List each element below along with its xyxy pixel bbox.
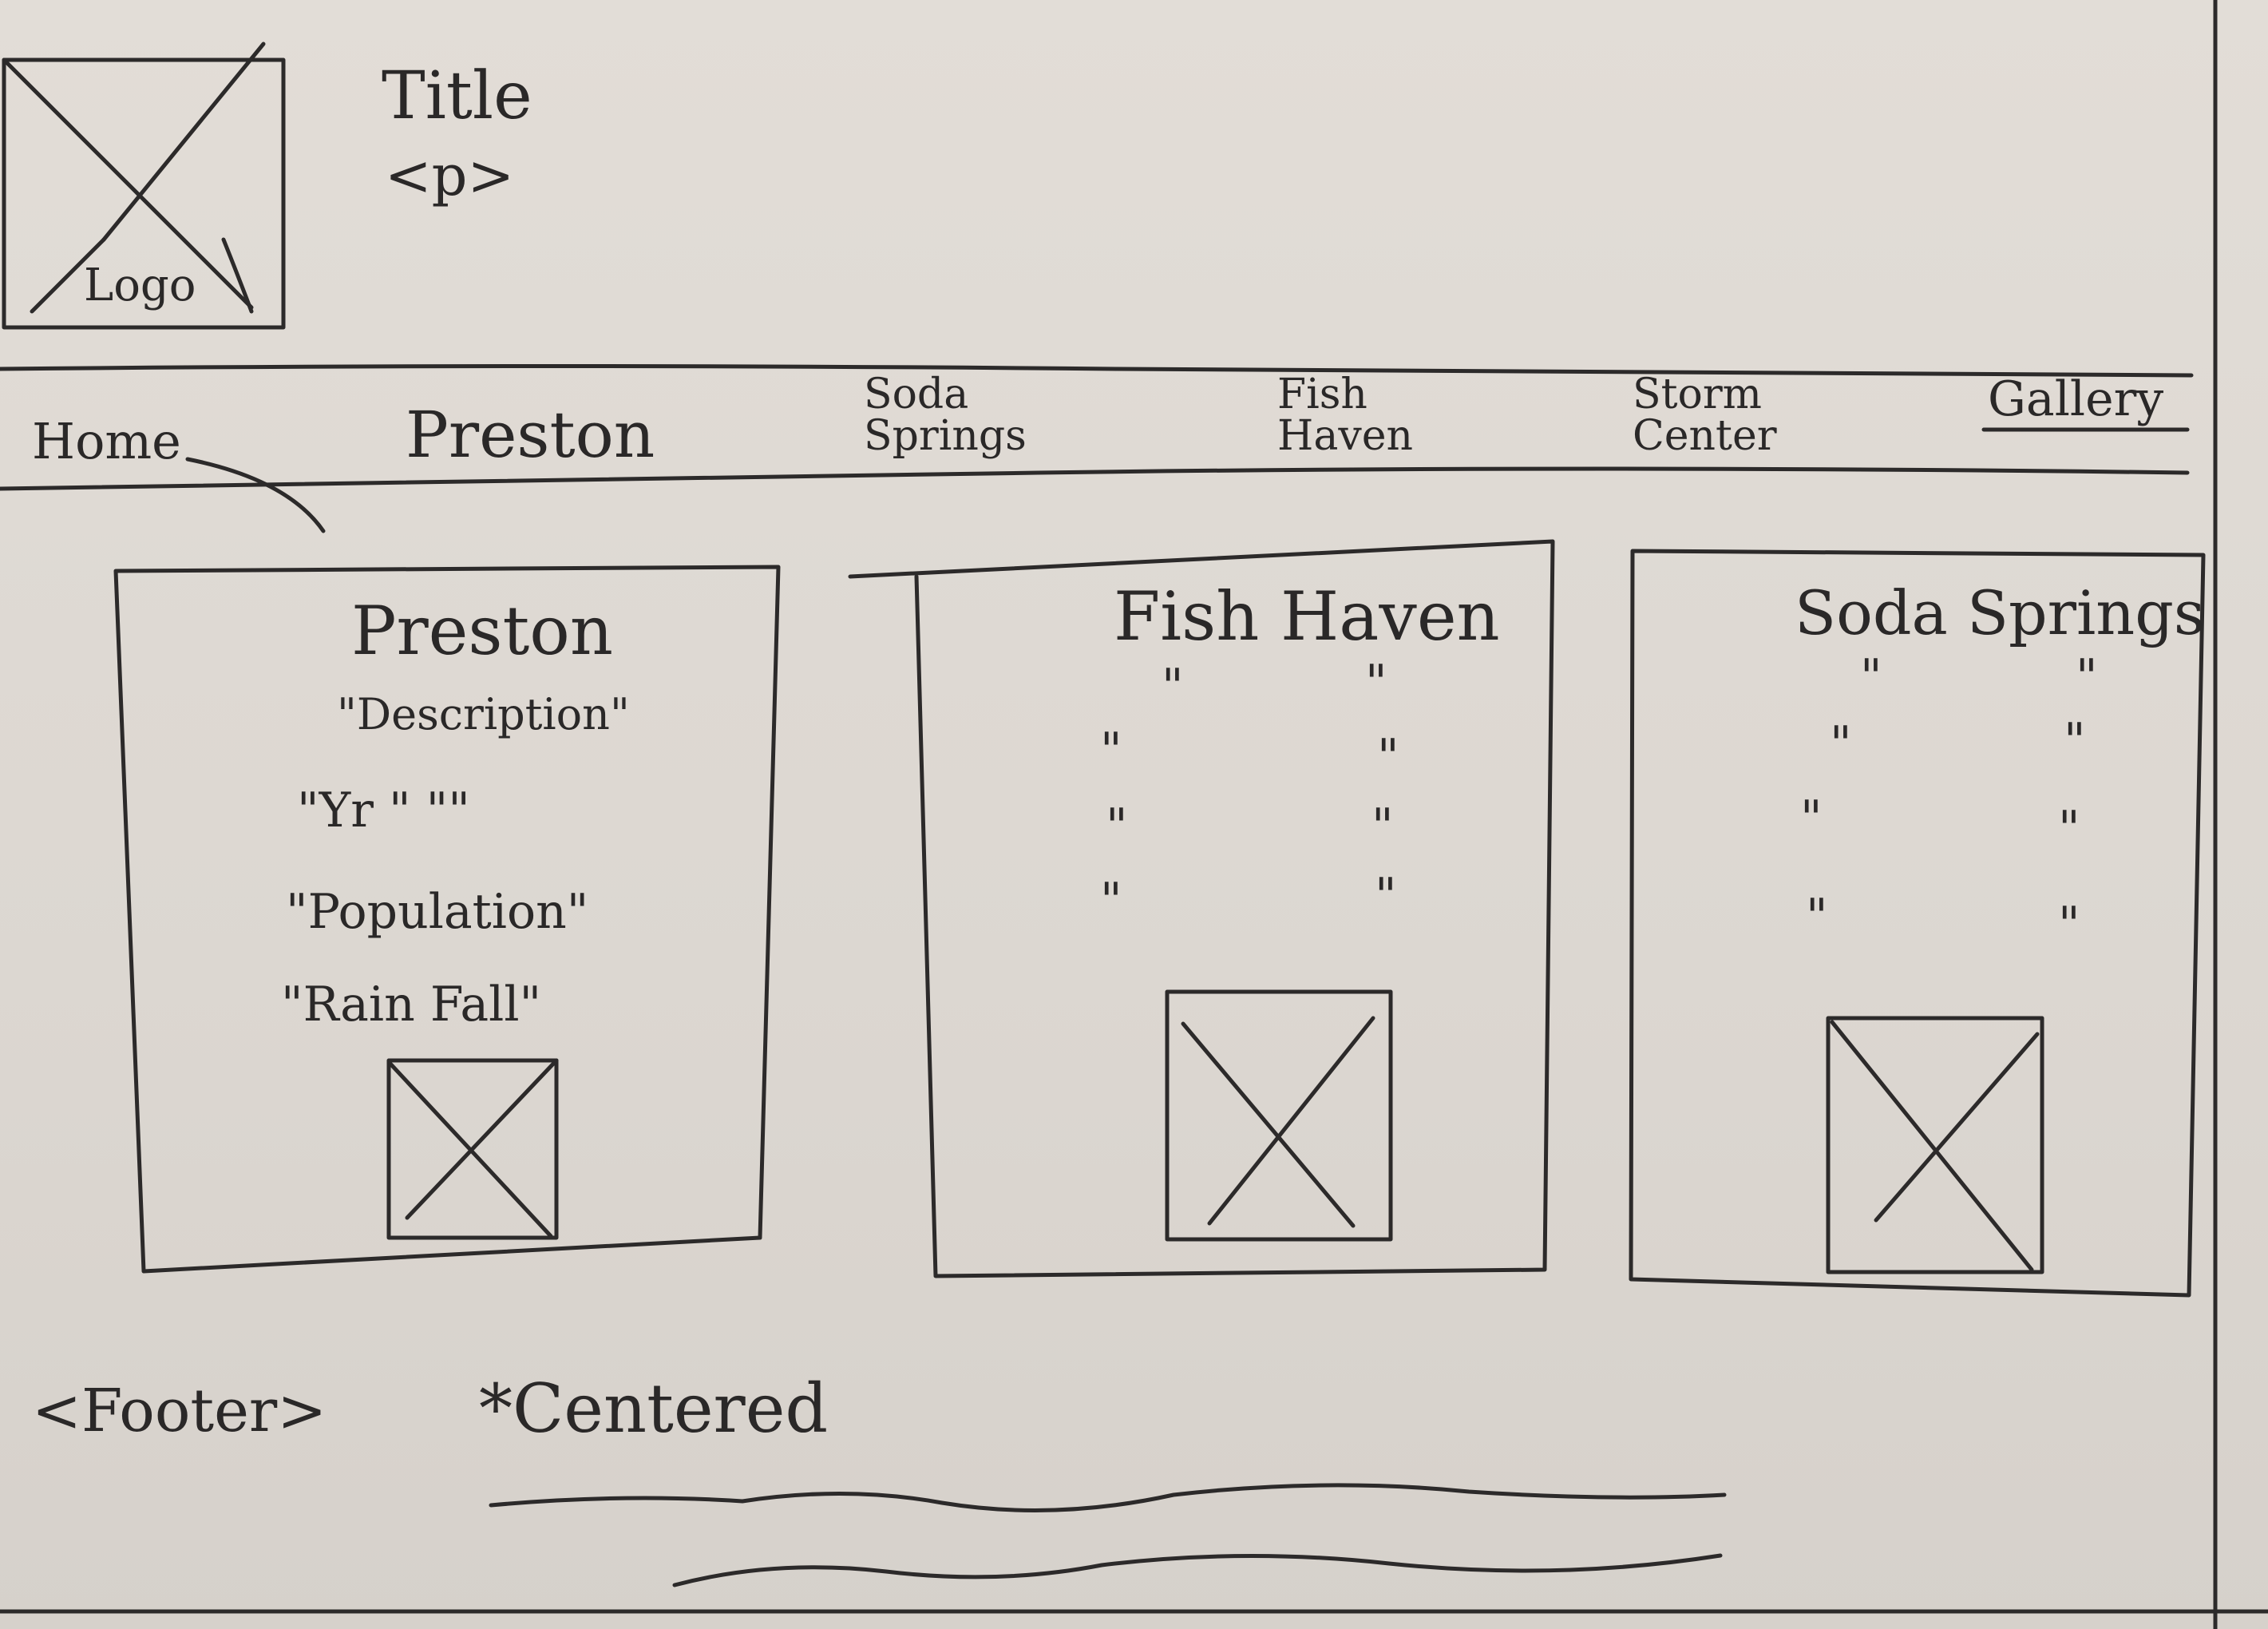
nav-item-preston[interactable]: Preston — [406, 398, 655, 472]
logo-cross-b — [101, 42, 266, 242]
home-stray-stroke — [185, 457, 326, 533]
card-fish-haven-ditto-r2: " — [1377, 729, 1399, 785]
footer-squiggle-1 — [489, 1483, 1727, 1512]
card-soda-springs-ditto-r2: " — [2064, 713, 2086, 769]
nav-item-home[interactable]: Home — [32, 412, 181, 470]
card-soda-springs-image-x1 — [1830, 1020, 2034, 1272]
card-fish-haven-ditto-r3: " — [1371, 799, 1394, 854]
logo-cross-b2 — [30, 237, 106, 314]
card-fish-haven-title: Fish Haven — [1114, 577, 1500, 656]
card-soda-springs-ditto-l3: " — [1800, 791, 1823, 846]
card-soda-springs-image-x2 — [1874, 1032, 2040, 1223]
nav-item-gallery[interactable]: Gallery — [1988, 371, 2164, 427]
nav-rule-top — [0, 364, 2194, 378]
card-soda-springs-title: Soda Springs — [1795, 577, 2205, 648]
header-paragraph: <p> — [385, 143, 515, 208]
logo-cross-a — [2, 57, 254, 310]
card-soda-springs-ditto-r3: " — [2058, 801, 2080, 857]
card-fish-haven-ditto-r4: " — [1375, 868, 1397, 924]
footer-squiggle-2 — [672, 1553, 1723, 1587]
card-soda-springs-border — [1629, 549, 2206, 1298]
card-preston-population: "Population" — [286, 884, 589, 940]
nav-item-storm-center-line2: Center — [1633, 412, 1777, 460]
card-fish-haven-ditto-l3: " — [1106, 799, 1128, 854]
card-preston-year: "Yr " "" — [297, 783, 470, 838]
footer-centered-note: *Centered — [479, 1369, 829, 1448]
card-preston-title: Preston — [351, 592, 613, 670]
card-preston-border — [113, 565, 781, 1274]
card-soda-springs-image-box — [1826, 1016, 2044, 1274]
nav-item-storm-center[interactable]: Storm Center — [1633, 374, 1777, 457]
logo-label: Logo — [84, 260, 196, 311]
card-fish-haven-image-x1 — [1181, 1021, 1356, 1228]
logo-box — [2, 57, 286, 330]
card-fish-haven-ditto-l4: " — [1100, 873, 1122, 929]
nav-item-soda-springs[interactable]: Soda Springs — [864, 374, 1027, 457]
nav-item-fish-haven[interactable]: Fish Haven — [1277, 374, 1413, 457]
logo-cross-c — [221, 237, 254, 314]
card-fish-haven-ditto-r1: " — [1365, 655, 1387, 711]
card-soda-springs-ditto-l1: " — [1860, 649, 1882, 705]
card-fish-haven-ditto-l2: " — [1100, 723, 1122, 779]
card-preston-image-box — [386, 1058, 559, 1240]
nav-item-storm-center-line1: Storm — [1633, 371, 1762, 418]
card-preston-description: "Description" — [337, 689, 630, 739]
nav-item-soda-springs-line1: Soda — [864, 371, 969, 418]
nav-item-soda-springs-line2: Springs — [864, 412, 1027, 460]
footer-label: <Footer> — [32, 1377, 327, 1445]
card-fish-haven-ditto-l1: " — [1162, 659, 1184, 715]
card-fish-haven-image-box — [1165, 989, 1393, 1242]
card-preston-rainfall: "Rain Fall" — [281, 977, 542, 1032]
card-soda-springs-ditto-r1: " — [2076, 649, 2098, 705]
card-soda-springs-ditto-l2: " — [1830, 716, 1852, 772]
nav-item-fish-haven-line2: Haven — [1277, 412, 1413, 460]
card-soda-springs-ditto-l4: " — [1806, 889, 1828, 945]
card-preston-image-x2 — [405, 1058, 559, 1220]
card-fish-haven-image-x2 — [1207, 1016, 1375, 1226]
nav-rule-bottom — [0, 466, 2190, 491]
page-title: Title — [382, 58, 532, 134]
card-fish-haven-border — [848, 539, 1555, 1278]
card-soda-springs-ditto-r4: " — [2058, 897, 2080, 953]
nav-item-fish-haven-line1: Fish — [1277, 371, 1368, 418]
